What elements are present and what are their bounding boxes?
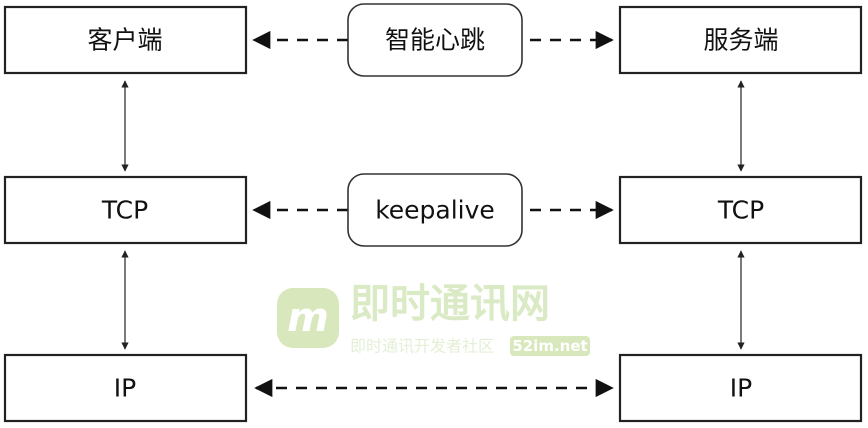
server-ip-label: IP — [730, 374, 752, 403]
heartbeat-label: 智能心跳 — [385, 26, 485, 55]
client-app-label: 客户端 — [87, 26, 162, 55]
server-tcp-label: TCP — [717, 196, 764, 225]
client-app-box: 客户端 — [3, 5, 248, 75]
client-tcp-box: TCP — [3, 175, 248, 245]
server-ip-box: IP — [618, 353, 863, 423]
heartbeat-pill: 智能心跳 — [347, 3, 523, 77]
server-app-box: 服务端 — [618, 5, 863, 75]
watermark-logo-icon: m — [277, 288, 339, 348]
keepalive-pill: keepalive — [347, 173, 523, 247]
watermark-badge-text: 52im.net — [512, 337, 587, 355]
watermark-title: 即时通讯网 — [350, 281, 550, 327]
watermark-subtitle: 即时通讯开发者社区 — [350, 337, 494, 356]
client-ip-box: IP — [3, 353, 248, 423]
watermark-badge: 52im.net — [510, 336, 590, 356]
server-tcp-box: TCP — [618, 175, 863, 245]
watermark-logo-letter: m — [287, 295, 329, 341]
client-tcp-label: TCP — [101, 196, 148, 225]
watermark: m 即时通讯网 即时通讯开发者社区 52im.net — [277, 281, 590, 356]
client-ip-label: IP — [114, 374, 136, 403]
server-app-label: 服务端 — [703, 26, 778, 55]
keepalive-label: keepalive — [375, 196, 495, 225]
